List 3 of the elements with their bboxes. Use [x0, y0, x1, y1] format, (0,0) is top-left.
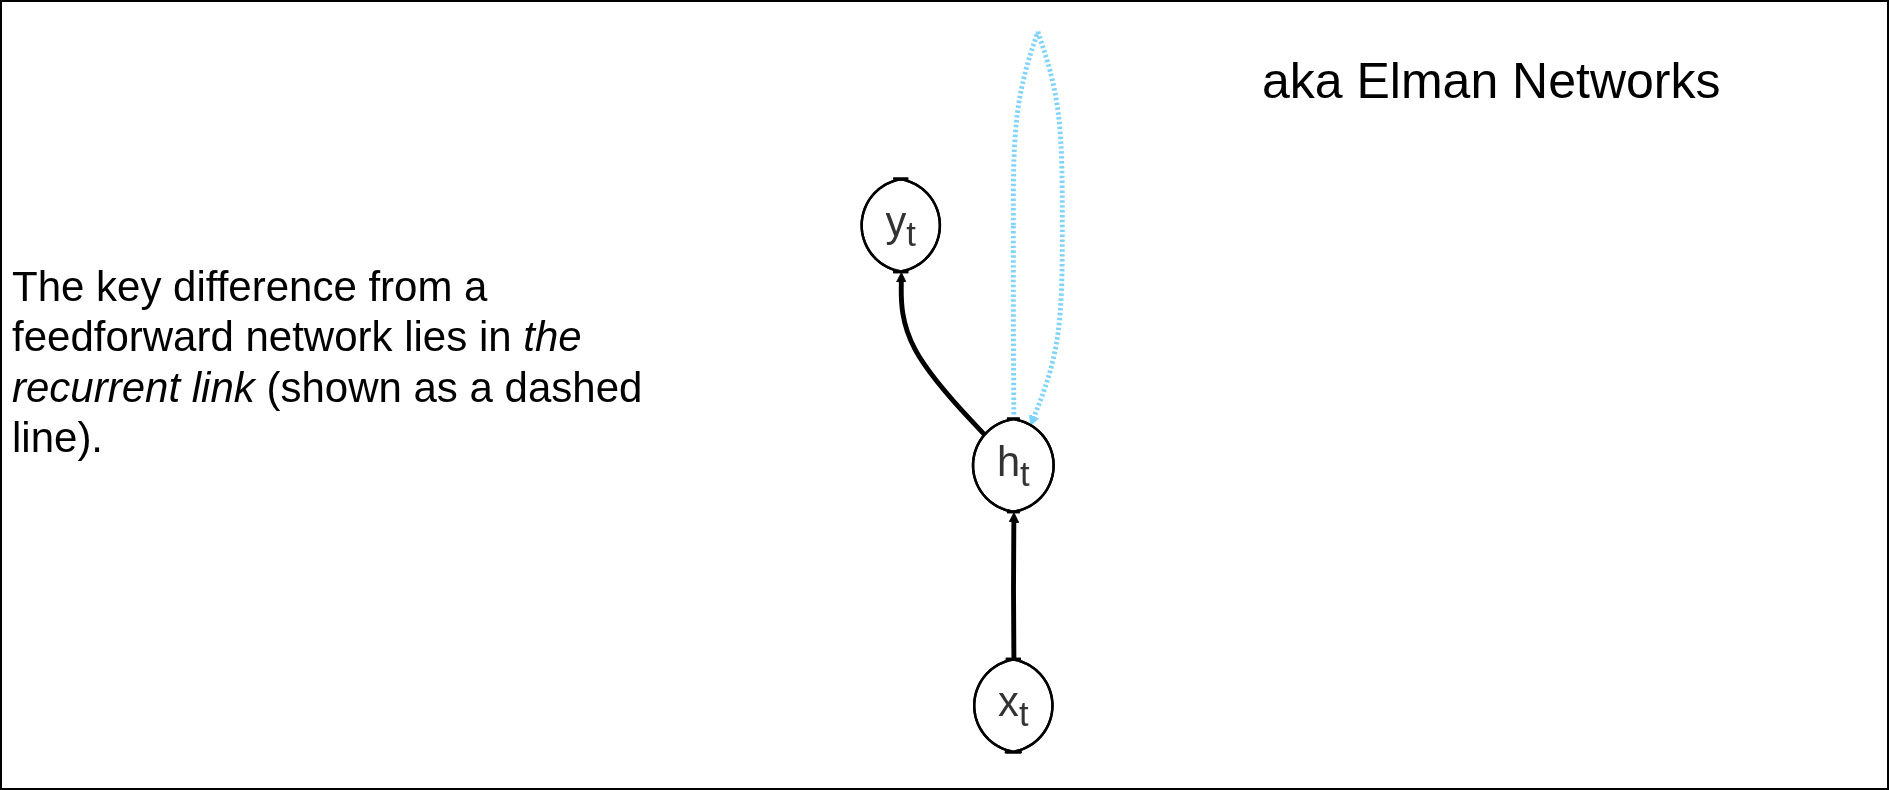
arrow: [895, 272, 987, 438]
note-text: The key difference from a feedforward network lies in the recurrent link (shown as a dashed line).: [12, 262, 644, 464]
subtitle-text: aka Elman Networks: [1262, 52, 1721, 110]
